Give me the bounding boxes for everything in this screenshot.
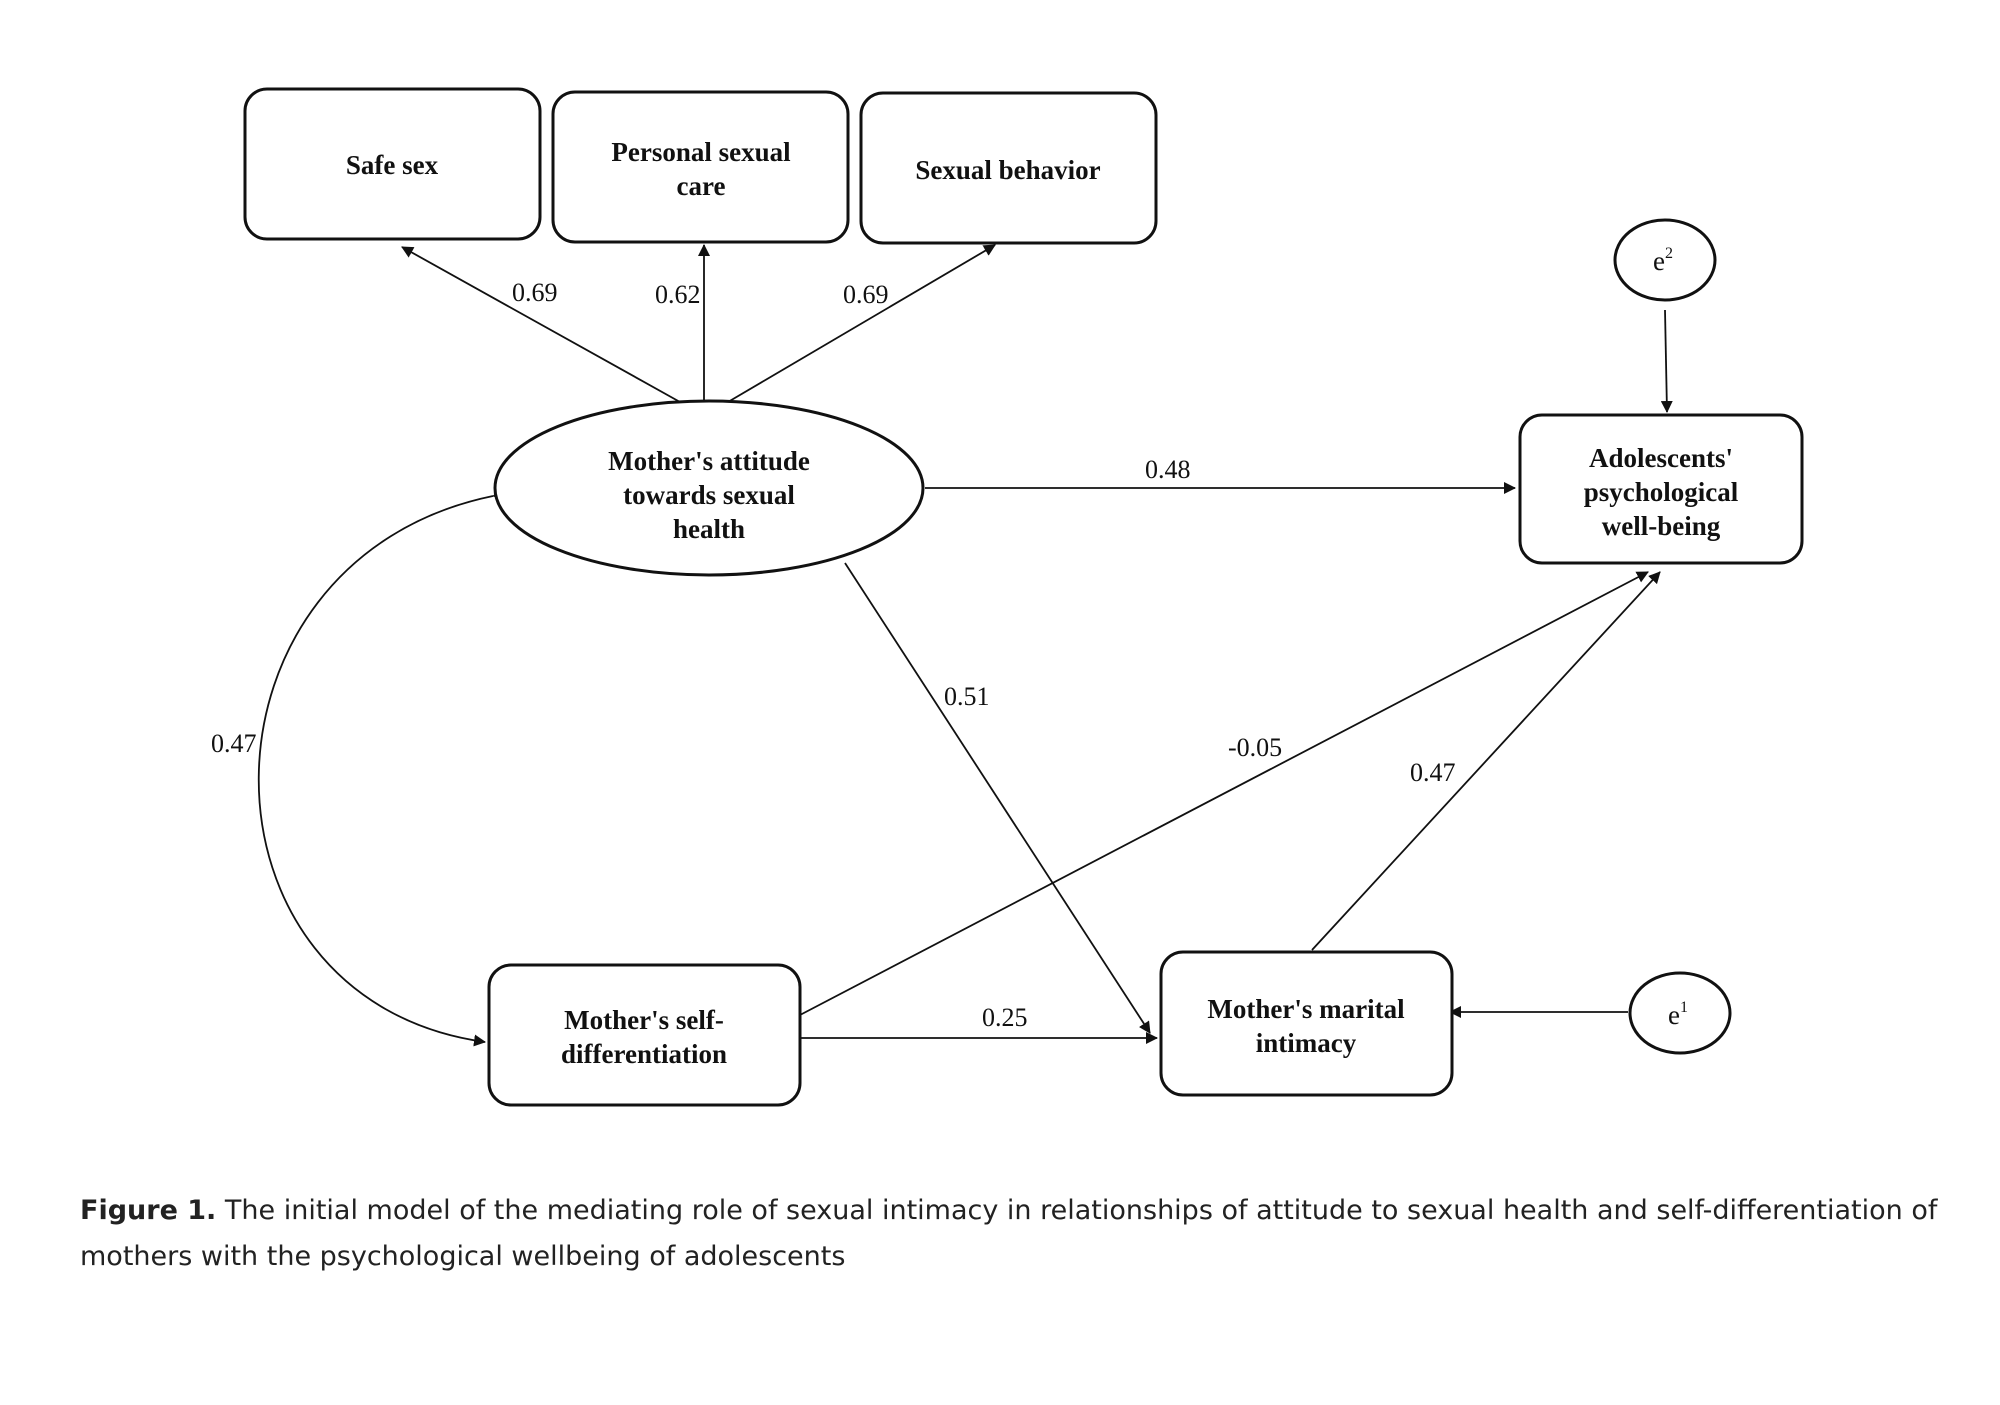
svg-text:psychological: psychological xyxy=(1584,477,1739,507)
path-covariance-attitude-selfdiff xyxy=(257,487,505,1047)
path-attitude-to-sexual-behavior xyxy=(727,244,996,403)
svg-text:Mother's attitude: Mother's attitude xyxy=(608,446,810,476)
svg-text:Mother's marital: Mother's marital xyxy=(1207,994,1405,1024)
node-mother-marital-intimacy: Mother's marital intimacy xyxy=(1159,950,1454,1097)
caption-text: The initial model of the mediating role … xyxy=(80,1195,1938,1272)
error-term-e2: e2 xyxy=(1613,218,1717,302)
svg-text:Adolescents': Adolescents' xyxy=(1589,443,1733,473)
svg-text:e2: e2 xyxy=(1653,245,1673,276)
caption-label: Figure 1. xyxy=(80,1195,217,1226)
coef-selfdiff-to-intimacy: 0.25 xyxy=(982,1003,1028,1032)
node-sexual-behavior: Sexual behavior xyxy=(859,91,1158,245)
svg-text:care: care xyxy=(677,171,726,201)
node-mother-self-differentiation: Mother's self- differentiation xyxy=(487,963,802,1107)
svg-text:Sexual behavior: Sexual behavior xyxy=(915,155,1100,185)
figure-caption: Figure 1. The initial model of the media… xyxy=(80,1188,1960,1280)
path-selfdiff-to-wellbeing xyxy=(799,571,1649,1016)
error-term-e1: e1 xyxy=(1628,971,1732,1055)
svg-text:Mother's self-: Mother's self- xyxy=(564,1005,724,1035)
path-e2-to-wellbeing xyxy=(1660,309,1673,413)
svg-text:intimacy: intimacy xyxy=(1256,1028,1357,1058)
coef-intimacy-to-wellbeing: 0.47 xyxy=(1410,758,1456,787)
coef-attitude-to-personal-care: 0.62 xyxy=(655,280,701,309)
svg-text:well-being: well-being xyxy=(1602,511,1721,541)
coef-attitude-to-wellbeing: 0.48 xyxy=(1145,455,1191,484)
svg-text:Personal sexual: Personal sexual xyxy=(611,137,791,167)
coef-attitude-to-sexual-behavior: 0.69 xyxy=(843,280,889,309)
path-attitude-to-intimacy xyxy=(844,562,1151,1034)
node-adolescents-wellbeing: Adolescents' psychological well-being xyxy=(1518,413,1804,565)
coef-covariance: 0.47 xyxy=(211,729,257,758)
coef-attitude-to-intimacy: 0.51 xyxy=(944,682,990,711)
svg-text:towards sexual: towards sexual xyxy=(623,480,795,510)
path-intimacy-to-wellbeing xyxy=(1311,571,1661,951)
node-personal-sexual-care: Personal sexual care xyxy=(551,90,850,244)
node-safe-sex: Safe sex xyxy=(243,87,542,241)
path-attitude-to-safe-sex xyxy=(401,246,681,403)
node-mother-attitude: Mother's attitude towards sexual health xyxy=(493,399,925,577)
svg-text:Safe sex: Safe sex xyxy=(346,150,439,180)
svg-text:e1: e1 xyxy=(1668,999,1688,1030)
svg-text:differentiation: differentiation xyxy=(561,1039,727,1069)
coef-selfdiff-to-wellbeing: -0.05 xyxy=(1228,733,1282,762)
svg-text:health: health xyxy=(673,514,745,544)
coef-attitude-to-safe-sex: 0.69 xyxy=(512,278,558,307)
